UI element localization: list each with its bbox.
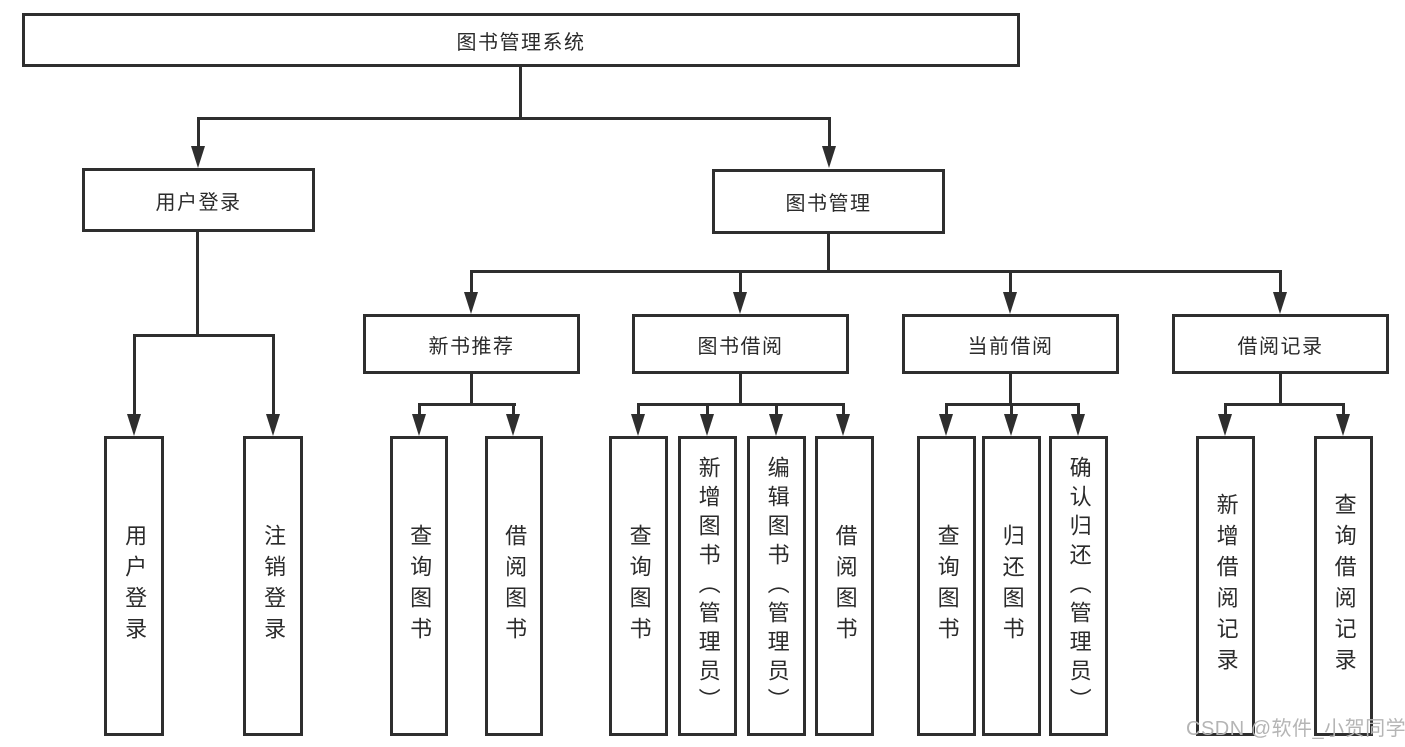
arrowhead-book-borrow [733,292,747,314]
edge-leaf [1010,403,1013,416]
node-label: 新增图书（管理员） [695,455,721,717]
edge-borrow-records-stem [1279,374,1282,406]
arrowhead-leaf [939,414,953,436]
edge-leaf [1342,403,1345,416]
arrowhead-book-management [822,146,836,168]
node-label: 注销登录 [261,524,287,648]
arrowhead-leaf [412,414,426,436]
node-leaf-borrow-books-2: 借阅图书 [815,436,874,736]
edge-borrow-records-bar [1224,403,1345,406]
edge-root-bar [197,117,831,120]
node-new-book-recommend: 新书推荐 [363,314,580,374]
edge-leaf [706,403,709,416]
edge-leaf [1224,403,1227,416]
edge-book-borrow-bar [637,403,845,406]
node-borrowing-records: 借阅记录 [1172,314,1389,374]
node-label: 图书管理系统 [456,31,586,54]
edge-to-book-borrow [739,270,742,294]
node-label: 查询借阅记录 [1331,493,1357,679]
arrowhead-leaf [1336,414,1350,436]
arrowhead-leaf [700,414,714,436]
node-current-borrowing: 当前借阅 [902,314,1119,374]
arrowhead-leaf [769,414,783,436]
arrowhead-leaf [1218,414,1232,436]
edge-new-book-bar [418,403,516,406]
node-label: 借阅记录 [1237,335,1324,358]
node-label: 查询图书 [407,524,433,648]
edge-book-borrow-stem [739,374,742,406]
edge-current-borrow-stem [1009,374,1012,406]
edge-root-to-user-login [197,117,200,148]
node-label: 归还图书 [999,524,1025,648]
node-leaf-return-books: 归还图书 [982,436,1041,736]
node-label: 新增借阅记录 [1213,493,1239,679]
node-leaf-borrow-books-1: 借阅图书 [485,436,543,736]
node-leaf-query-books-1: 查询图书 [390,436,448,736]
node-label: 编辑图书（管理员） [764,455,790,717]
edge-leaf [512,403,515,416]
edge-book-management-stem [827,234,830,273]
node-label: 用户登录 [155,191,242,214]
node-label: 查询图书 [626,524,652,648]
node-leaf-logout: 注销登录 [243,436,303,736]
arrowhead-login-leaf [127,414,141,436]
edge-book-management-bar [470,270,1282,273]
node-leaf-query-books-2: 查询图书 [609,436,668,736]
edge-leaf [637,403,640,416]
node-leaf-add-borrow-record: 新增借阅记录 [1196,436,1255,736]
arrowhead-logout-leaf [266,414,280,436]
node-label: 用户登录 [122,524,148,648]
edge-to-borrow-records [1279,270,1282,294]
arrowhead-borrow-records [1273,292,1287,314]
node-leaf-query-borrow-record: 查询借阅记录 [1314,436,1373,736]
node-leaf-add-books-admin: 新增图书（管理员） [678,436,737,736]
arrowhead-current-borrow [1003,292,1017,314]
node-book-management: 图书管理 [712,169,945,234]
arrowhead-leaf [506,414,520,436]
edge-root-stem [519,67,522,119]
arrowhead-leaf [836,414,850,436]
edge-leaf [775,403,778,416]
edge-user-login-stem [196,232,199,337]
edge-to-current-borrow [1009,270,1012,294]
node-leaf-query-books-3: 查询图书 [917,436,976,736]
node-leaf-edit-books-admin: 编辑图书（管理员） [747,436,806,736]
edge-to-logout-leaf [272,334,275,416]
arrowhead-leaf [1071,414,1085,436]
edge-to-new-book [470,270,473,294]
node-label: 当前借阅 [967,335,1054,358]
node-label: 借阅图书 [502,524,528,648]
node-book-borrowing: 图书借阅 [632,314,849,374]
node-library-management-system: 图书管理系统 [22,13,1020,67]
edge-leaf [842,403,845,416]
arrowhead-leaf [631,414,645,436]
node-user-login: 用户登录 [82,168,315,232]
edge-leaf [418,403,421,416]
edge-root-to-book-management [828,117,831,148]
edge-user-login-bar [133,334,275,337]
node-label: 查询图书 [934,524,960,648]
arrowhead-user-login [191,146,205,168]
csdn-watermark: CSDN @软件_小贺同学 [1186,718,1405,740]
edge-leaf [1077,403,1080,416]
node-leaf-user-login: 用户登录 [104,436,164,736]
edge-new-book-stem [470,374,473,406]
edge-to-login-leaf [133,334,136,416]
arrowhead-new-book [464,292,478,314]
edge-leaf [945,403,948,416]
node-label: 图书借阅 [697,335,784,358]
arrowhead-leaf [1004,414,1018,436]
node-label: 确认归还（管理员） [1066,455,1092,717]
node-leaf-confirm-return-admin: 确认归还（管理员） [1049,436,1108,736]
node-label: 借阅图书 [832,524,858,648]
node-label: 新书推荐 [428,335,515,358]
node-label: 图书管理 [785,193,872,215]
